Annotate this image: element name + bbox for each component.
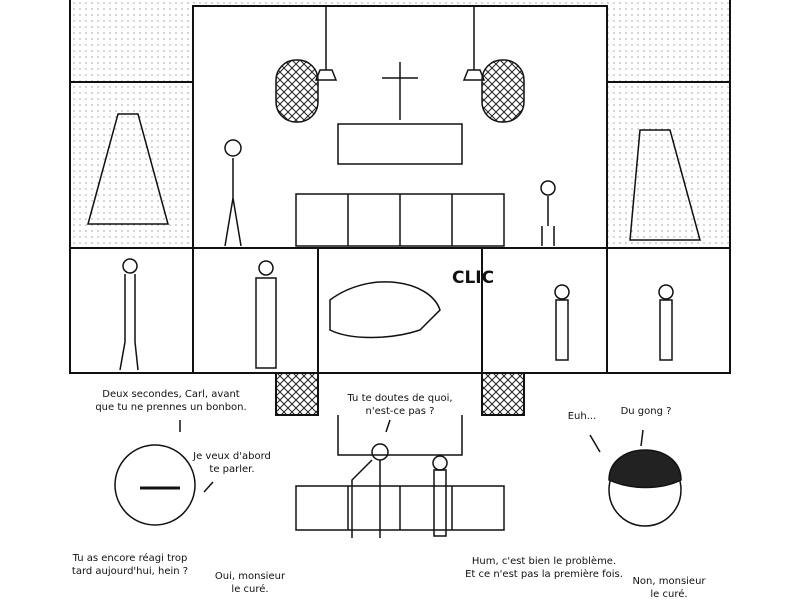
speech-balloon: Du gong ? <box>621 405 672 418</box>
balloon-line: Je veux d'abord <box>193 451 271 462</box>
balloon-line: Oui, monsieur <box>214 571 286 582</box>
balloon-line: Tu as encore réagi trop <box>72 553 188 564</box>
balloon-tails <box>179 419 644 493</box>
balloon-line: Deux secondes, Carl, avant <box>102 389 240 400</box>
balloon-line: Et ce n'est pas la première fois. <box>465 569 623 580</box>
balloon-line: Tu te doutes de quoi, <box>347 393 453 404</box>
balloon-line: Du gong ? <box>620 406 672 417</box>
balloon-line: n'est-ce pas ? <box>365 406 435 417</box>
balloon-line: Hum, c'est bien le problème. <box>471 556 617 567</box>
second-row-frame <box>69 247 731 374</box>
speech-balloon: Tu te doutes de quoi, n'est-ce pas ? <box>347 392 452 418</box>
speech-balloon: Hum, c'est bien le problème. Et ce n'est … <box>465 555 623 581</box>
balloon-line: Non, monsieur <box>632 576 706 587</box>
balloon-line: le curé. <box>231 584 269 595</box>
speech-balloon: Je veux d'abord te parler. <box>193 450 271 476</box>
speech-balloon: Deux secondes, Carl, avant que tu ne pren… <box>95 388 246 414</box>
lower-strip <box>114 415 682 538</box>
balloon-line: tard aujourd'hui, hein ? <box>71 566 189 577</box>
speech-balloon: Tu as encore réagi trop tard aujourd'hui,… <box>72 552 188 578</box>
balloon-line: te parler. <box>209 464 255 475</box>
church-interior <box>87 6 701 371</box>
speech-balloon: Non, monsieur le curé. <box>632 575 705 601</box>
sound-effect-clic: CLIC <box>452 268 495 288</box>
speech-balloon: Oui, monsieur le curé. <box>215 570 285 596</box>
balloon-line: le curé. <box>650 589 688 600</box>
balloon-line: que tu ne prennes un bonbon. <box>95 402 247 413</box>
balloon-line: Euh... <box>567 411 597 422</box>
speech-balloon: Euh... <box>568 410 597 423</box>
